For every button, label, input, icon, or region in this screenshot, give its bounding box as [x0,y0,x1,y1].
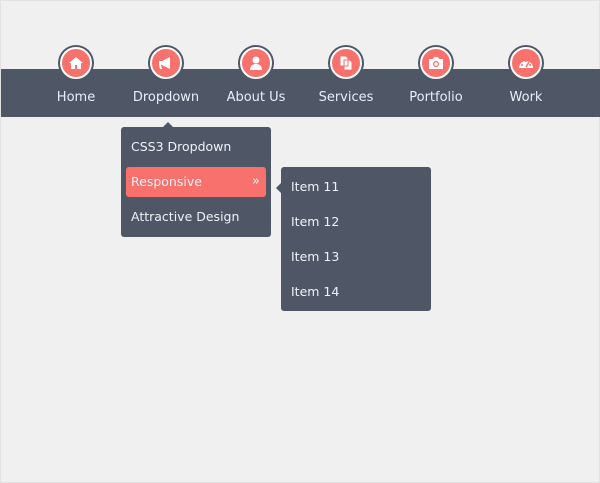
nav-item-dropdown[interactable]: Dropdown [121,47,211,105]
nav-item-about-us[interactable]: About Us [211,47,301,105]
megaphone-icon [150,47,182,79]
nav-label: Services [318,90,374,105]
item-label: Item 12 [291,214,340,229]
user-icon [240,47,272,79]
dropdown-item-css3[interactable]: CSS3 Dropdown [126,132,266,162]
copy-icon [330,47,362,79]
submenu-item[interactable]: Item 12 [286,207,426,237]
home-icon [60,47,92,79]
item-label: Item 14 [291,284,340,299]
item-label: Item 11 [291,179,340,194]
item-label: Attractive Design [131,209,240,224]
dashboard-icon [510,47,542,79]
item-label: Responsive [131,174,202,189]
nav-item-portfolio[interactable]: Portfolio [391,47,481,105]
nav-item-home[interactable]: Home [31,47,121,105]
dropdown-caret [163,122,173,127]
submenu: Item 11 Item 12 Item 13 Item 14 [276,167,431,311]
nav-item-work[interactable]: Work [481,47,571,105]
item-label: CSS3 Dropdown [131,139,232,154]
nav-bar [1,69,600,117]
nav-label: Work [509,90,543,105]
dropdown-item-responsive[interactable]: Responsive » [126,167,266,197]
submenu-item[interactable]: Item 11 [286,172,426,202]
nav-label: Dropdown [132,90,200,105]
item-label: Item 13 [291,249,340,264]
chevron-right-icon: » [252,174,260,189]
nav-label: About Us [226,90,286,105]
submenu-item[interactable]: Item 13 [286,242,426,272]
submenu-item[interactable]: Item 14 [286,277,426,307]
camera-icon [420,47,452,79]
nav-label: Portfolio [409,90,463,105]
dropdown-menu: CSS3 Dropdown Responsive » Attractive Des… [121,122,271,237]
nav-label: Home [56,90,96,105]
dropdown-item-attractive[interactable]: Attractive Design [126,202,266,232]
nav-item-services[interactable]: Services [301,47,391,105]
submenu-caret [276,183,281,193]
